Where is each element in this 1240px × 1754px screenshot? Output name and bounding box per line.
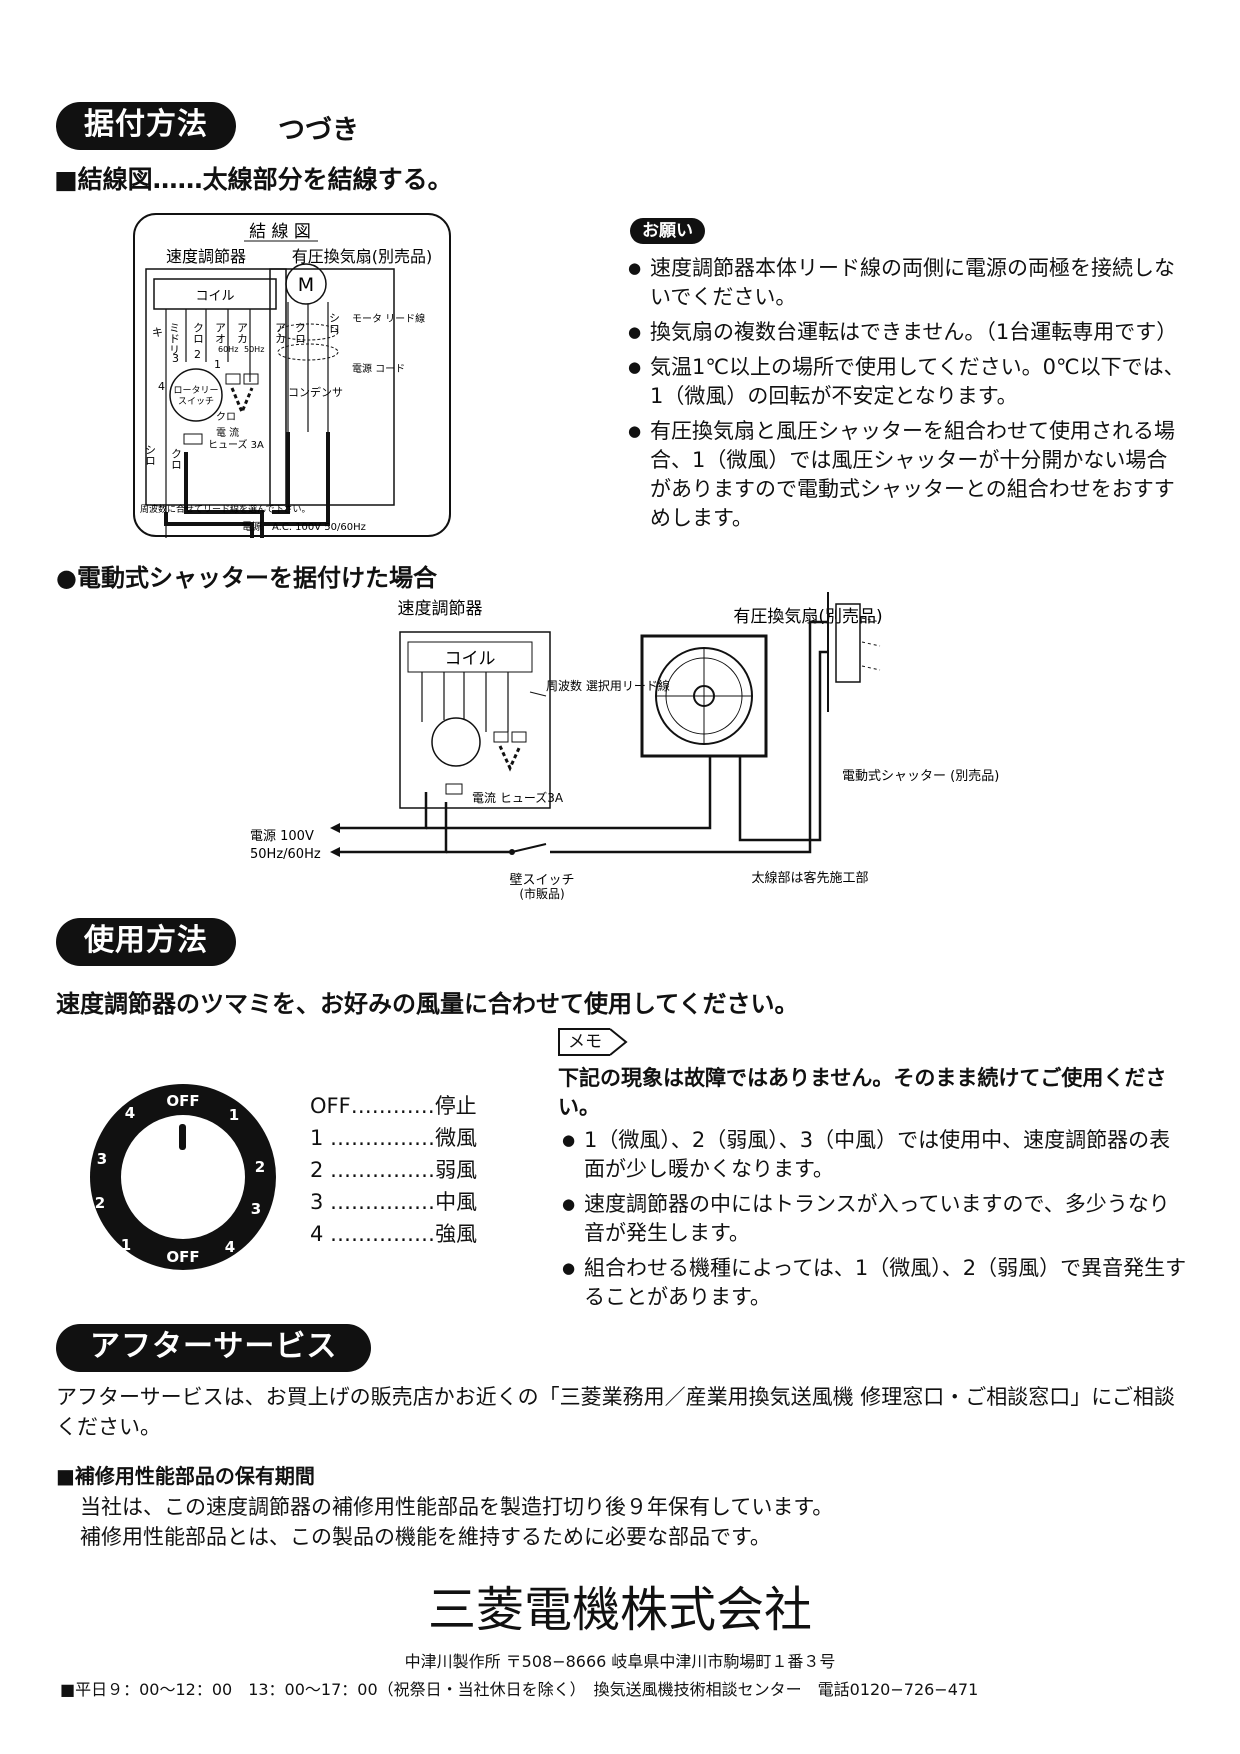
svg-text:ミドリ: ミドリ xyxy=(168,322,181,355)
svg-text:50Hz/60Hz: 50Hz/60Hz xyxy=(250,847,321,862)
svg-text:シロ: シロ xyxy=(144,444,157,466)
footer-address: 中津川製作所 〒508−8666 岐阜県中津川市駒場町１番３号 xyxy=(404,1652,836,1671)
memo-item: 1（微風）、2（弱風）、3（中風）では使用中、速度調節器の表面が少し暖かくなりま… xyxy=(562,1126,1188,1184)
fan-label: 有圧換気扇(別売品) xyxy=(733,607,882,627)
company-name: 三菱電機株式会社 xyxy=(427,1582,812,1638)
diagram-left-label: 速度調節器 xyxy=(166,247,246,266)
svg-text:コイル: コイル xyxy=(445,649,496,669)
speed-row: OFF…………停止 xyxy=(310,1094,477,1118)
svg-text:1: 1 xyxy=(229,1106,239,1124)
speed-row: 2 ……………弱風 xyxy=(310,1158,478,1182)
speed-dial: OFF 1 2 3 4 OFF 4 3 2 1 xyxy=(90,1084,276,1270)
svg-text:50Hz: 50Hz xyxy=(244,345,264,354)
memo-tag-arrow-icon xyxy=(610,1028,628,1056)
memo-lead: 下記の現象は故障ではありません。そのまま続けてご使用ください。 xyxy=(558,1066,1167,1119)
svg-text:クロ: クロ xyxy=(192,322,205,344)
speed-list: OFF…………停止 1 ……………微風 2 ……………弱風 3 ……………中風 … xyxy=(310,1090,477,1250)
svg-text:クロ: クロ xyxy=(170,448,183,470)
svg-text:1: 1 xyxy=(121,1236,131,1254)
memo-item: 組合わせる機種によっては、1（微風）、2（弱風）で異音発生することがあります。 xyxy=(562,1254,1188,1312)
parts-line1: 当社は、この速度調節器の補修用性能部品を製造打切り後９年保有しています。 xyxy=(80,1495,834,1519)
svg-text:3: 3 xyxy=(251,1200,261,1218)
shutter-heading: ●電動式シャッターを据付けた場合 xyxy=(56,564,437,592)
svg-text:4: 4 xyxy=(158,380,165,393)
svg-text:2: 2 xyxy=(255,1158,265,1176)
svg-text:電源 コード: 電源 コード xyxy=(352,362,405,375)
svg-text:アカ: アカ xyxy=(274,322,287,344)
svg-text:クロ: クロ xyxy=(216,411,236,423)
speed-row: 3 ……………中風 xyxy=(310,1190,478,1214)
svg-text:4: 4 xyxy=(225,1238,235,1256)
memo-tag: メモ xyxy=(558,1028,610,1056)
svg-text:M: M xyxy=(298,274,314,296)
section-pill-usage: 使用方法 xyxy=(56,918,236,966)
svg-text:アカ: アカ xyxy=(236,322,249,344)
svg-text:ロータリー: ロータリー xyxy=(173,385,218,396)
svg-text:電 流: 電 流 xyxy=(216,426,239,439)
wiring-diagram: 結 線 図 速度調節器 有圧換気扇(別売品) コイル キ ミドリ クロ アオ ア… xyxy=(133,213,451,538)
usage-lead: 速度調節器のツマミを、お好みの風量に合わせて使用してください。 xyxy=(56,990,799,1018)
svg-text:アオ: アオ xyxy=(214,322,227,344)
svg-text:ヒューズ 3A: ヒューズ 3A xyxy=(208,438,264,451)
svg-text:電源 100V: 電源 100V xyxy=(250,829,314,844)
request-item: 気温1℃以上の場所で使用してください。0℃以下では、1（微風）の回転が不安定とな… xyxy=(628,353,1188,411)
diagram-right-label: 有圧換気扇(別売品) xyxy=(292,247,433,266)
diagram-title: 結 線 図 xyxy=(249,222,311,242)
svg-text:2: 2 xyxy=(95,1194,105,1212)
parts-line2: 補修用性能部品とは、この製品の機能を維持するために必要な部品です。 xyxy=(80,1525,771,1549)
svg-text:1: 1 xyxy=(214,358,221,371)
diagram-coil: コイル xyxy=(195,289,234,304)
parts-heading: ■補修用性能部品の保有期間 xyxy=(56,1464,315,1488)
memo-list: 1（微風）、2（弱風）、3（中風）では使用中、速度調節器の表面が少し暖かくなりま… xyxy=(562,1126,1188,1318)
wiring-heading: ■結線図……太線部分を結線する。 xyxy=(54,165,453,194)
svg-text:周波数 選択用リード線: 周波数 選択用リード線 xyxy=(546,678,670,693)
svg-text:モータ リード線: モータ リード線 xyxy=(352,312,425,325)
continued-label: つづき xyxy=(278,115,359,146)
request-item: 有圧換気扇と風圧シャッターを組合わせて使用される場合、1（微風）では風圧シャッタ… xyxy=(628,417,1188,533)
svg-text:太線部は客先施工部: 太線部は客先施工部 xyxy=(751,870,868,886)
after-service-text: アフターサービスは、お買上げの販売店かお近くの「三菱業務用／産業用換気送風機 修… xyxy=(56,1385,1175,1439)
controller-label: 速度調節器 xyxy=(398,599,483,619)
svg-text:クロ: クロ xyxy=(294,322,307,344)
svg-text:電流 ヒューズ3A: 電流 ヒューズ3A xyxy=(472,790,564,805)
footer-hours: ■平日９：00〜12：00 13：00〜17：00（祝祭日・当社休日を除く） 換… xyxy=(60,1680,979,1699)
svg-text:2: 2 xyxy=(194,348,201,361)
memo-item: 速度調節器の中にはトランスが入っていますので、多少うなり音が発生します。 xyxy=(562,1190,1188,1248)
svg-text:4: 4 xyxy=(125,1104,135,1122)
shutter-diagram: 速度調節器 有圧換気扇(別売品) コイル 周波数 選択用リード線 電流 ヒューズ… xyxy=(250,592,999,901)
svg-text:電源: 電源 xyxy=(242,520,262,533)
speed-row: 1 ……………微風 xyxy=(310,1126,478,1150)
request-tag: お願い xyxy=(630,218,705,244)
speed-row: 4 ……………強風 xyxy=(310,1222,478,1246)
svg-text:OFF: OFF xyxy=(166,1248,199,1266)
svg-text:3: 3 xyxy=(97,1150,107,1168)
svg-text:シロ: シロ xyxy=(328,312,341,334)
svg-text:OFF: OFF xyxy=(166,1092,199,1110)
request-item: 換気扇の複数台運転はできません。（1台運転専用です） xyxy=(628,318,1188,347)
diagram-note: 周波数に合せてリード線を選んで下さい。 xyxy=(140,503,311,515)
svg-text:(市販品): (市販品) xyxy=(519,886,564,901)
svg-text:壁スイッチ: 壁スイッチ xyxy=(509,873,574,888)
section-pill-installation: 据付方法 xyxy=(56,102,236,150)
svg-text:A.C. 100V 50/60Hz: A.C. 100V 50/60Hz xyxy=(272,522,366,533)
svg-text:スイッチ: スイッチ xyxy=(178,396,214,407)
section-pill-after-service: アフターサービス xyxy=(56,1324,372,1372)
request-item: 速度調節器本体リード線の両側に電源の両極を接続しないでください。 xyxy=(628,254,1188,312)
svg-text:60Hz: 60Hz xyxy=(218,345,238,354)
request-list: 速度調節器本体リード線の両側に電源の両極を接続しないでください。 換気扇の複数台… xyxy=(628,254,1188,539)
svg-text:電動式シャッター (別売品): 電動式シャッター (別売品) xyxy=(842,768,999,784)
svg-text:キ: キ xyxy=(152,326,163,339)
svg-text:コンデンサ: コンデンサ xyxy=(288,385,343,399)
svg-text:3: 3 xyxy=(172,352,179,365)
